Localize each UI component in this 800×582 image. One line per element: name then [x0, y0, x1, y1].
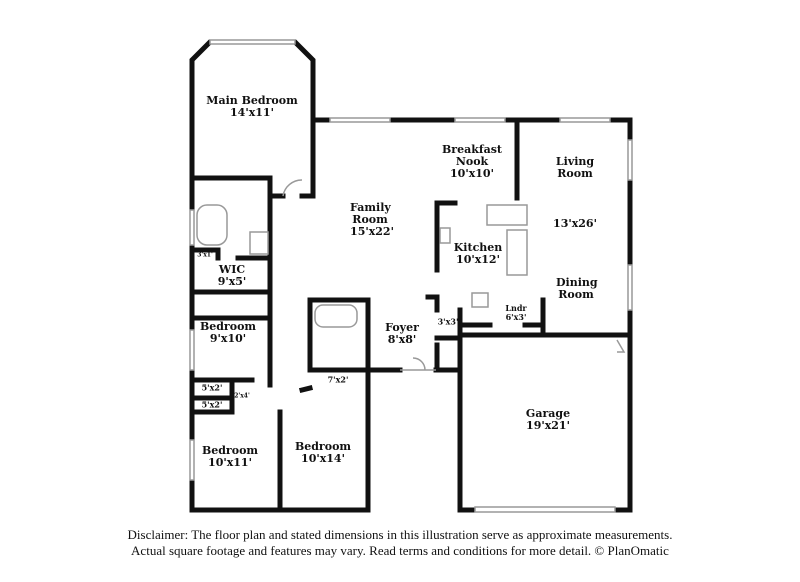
room-size: 6'x3' — [505, 312, 527, 322]
closet-5x2-a: 5'x2' — [201, 382, 223, 393]
room-breakfast-nook: Breakfast Nook 10'x10' — [442, 144, 502, 180]
room-size: 10'x11' — [208, 456, 252, 469]
room-main-bedroom: Main Bedroom 14'x11' — [206, 95, 297, 119]
room-size: 9'x10' — [209, 332, 247, 345]
room-wic: WIC 9'x5' — [218, 264, 247, 288]
room-bedroom-4: Bedroom 10'x14' — [295, 441, 351, 465]
room-size: 15'x22' — [350, 225, 394, 238]
closet-3x3: 3'x3' — [437, 316, 459, 327]
room-name: Bedroom — [294, 440, 352, 453]
room-size: 10'x10' — [450, 167, 494, 180]
room-name: Bedroom — [199, 320, 257, 333]
room-name: Dining Room — [556, 276, 598, 301]
room-laundry: Lndr 6'x3' — [505, 304, 526, 322]
room-name: Lndr — [505, 303, 527, 313]
closet-2x4: 2'x4' — [234, 392, 250, 400]
room-name: Kitchen — [453, 241, 503, 254]
room-living-room: Living Room — [555, 156, 595, 180]
room-size: 14'x11' — [230, 106, 274, 119]
closet-5x2-b: 5'x2' — [201, 399, 223, 410]
disclaimer-line-1: Disclaimer: The floor plan and stated di… — [127, 527, 673, 542]
room-bedroom-3: Bedroom 10'x11' — [202, 445, 258, 469]
room-size: 10'x12' — [456, 253, 500, 266]
room-bedroom-2: Bedroom 9'x10' — [200, 321, 256, 345]
closet-7x2: 7'x2' — [327, 374, 349, 385]
room-kitchen: Kitchen 10'x12' — [454, 242, 503, 266]
room-name: Garage — [525, 407, 571, 420]
room-living-room-size: 13'x26' — [553, 217, 597, 230]
room-size: 19'x21' — [526, 419, 570, 432]
disclaimer-line-2: Actual square footage and features may v… — [131, 543, 669, 558]
room-garage: Garage 19'x21' — [526, 408, 570, 432]
room-name: Bedroom — [201, 444, 259, 457]
room-size: 8'x8' — [387, 333, 417, 346]
room-name: Breakfast Nook — [442, 143, 502, 168]
room-name: Main Bedroom — [206, 94, 298, 107]
room-dining-room: Dining Room — [556, 276, 598, 301]
room-name: Family Room — [350, 201, 391, 226]
room-foyer: Foyer 8'x8' — [385, 322, 419, 346]
room-size: 10'x14' — [301, 452, 345, 465]
windows-and-fixtures — [189, 39, 633, 513]
room-name: WIC — [218, 263, 246, 276]
room-name: Foyer — [385, 321, 419, 334]
room-name: Living Room — [555, 155, 595, 180]
room-size: 9'x5' — [217, 275, 247, 288]
room-family-room: Family Room 15'x22' — [350, 202, 394, 238]
closet-3x1: 3'x1' — [197, 251, 213, 259]
